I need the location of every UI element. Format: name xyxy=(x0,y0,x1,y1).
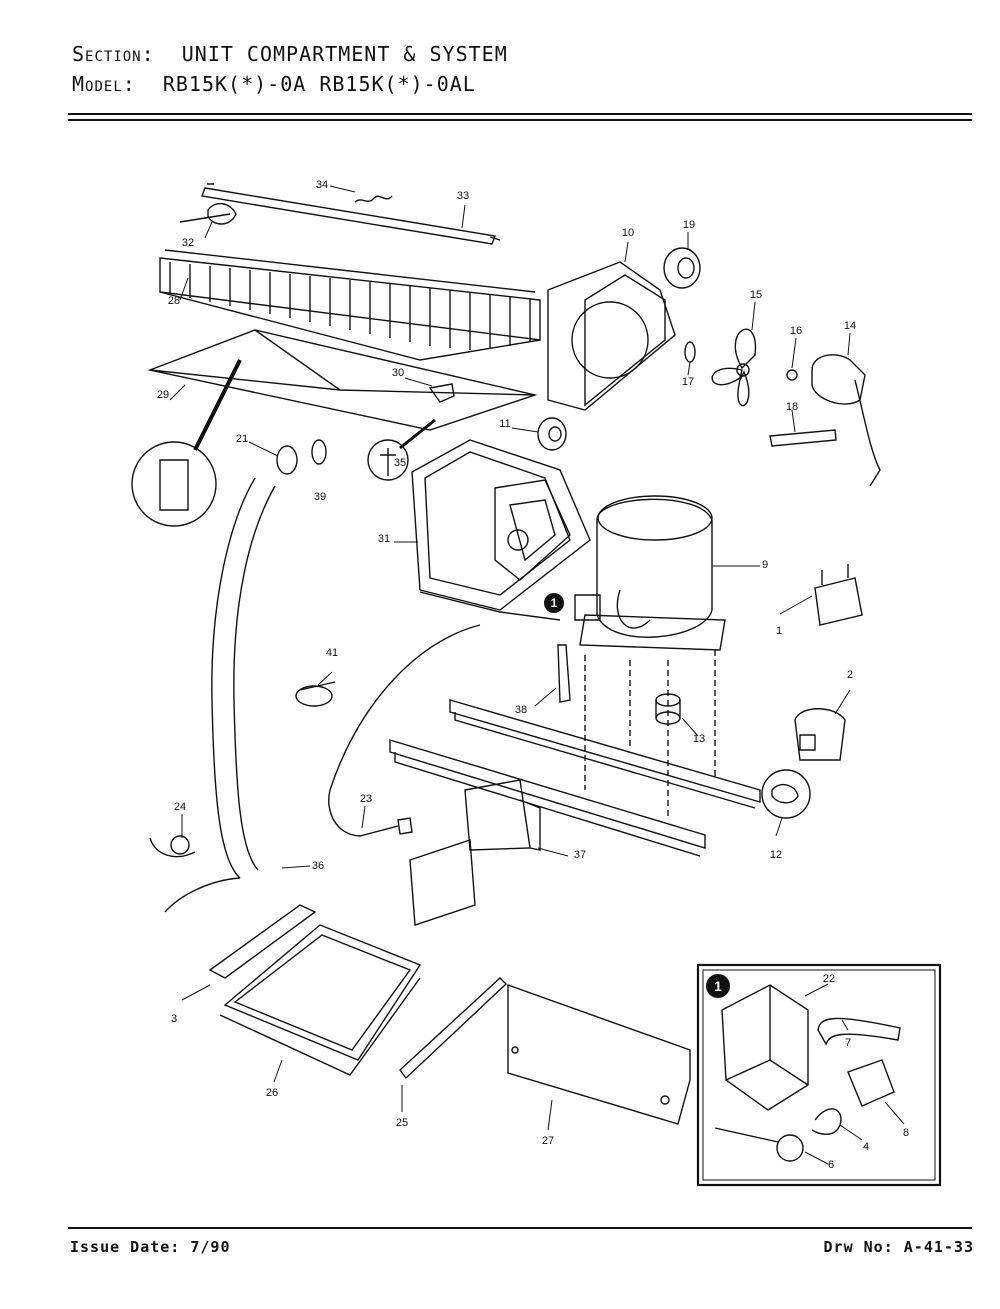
callout-6: 6 xyxy=(828,1159,834,1171)
part-condenser-28 xyxy=(159,249,541,361)
callout-1: 1 xyxy=(776,625,782,637)
part-power-cord-24 xyxy=(328,624,481,837)
callout-33: 33 xyxy=(457,190,469,202)
part-rail-upper xyxy=(449,699,761,809)
callout-28: 28 xyxy=(168,295,180,307)
part-plug-24 xyxy=(397,817,413,835)
part-cover-panel-22 xyxy=(507,984,691,1125)
inset-marker-main: 1 xyxy=(544,593,564,613)
part-grommet-39 xyxy=(311,439,327,465)
part-strap-38 xyxy=(295,681,336,707)
drawing-number: Drw No: A-41-33 xyxy=(823,1238,974,1256)
callout-14: 14 xyxy=(844,320,856,332)
part-fitting-32 xyxy=(179,203,237,225)
callout-36: 36 xyxy=(312,860,324,872)
callout-41: 41 xyxy=(326,647,338,659)
callout-8: 8 xyxy=(903,1127,909,1139)
inset-marker-box-label: 1 xyxy=(714,978,722,994)
part-shroud-10 xyxy=(547,261,676,411)
callout-30: 30 xyxy=(392,367,404,379)
model-key: Model: xyxy=(72,72,136,96)
callout-18: 18 xyxy=(786,401,798,413)
header-rule-top xyxy=(68,113,972,115)
part-wire-34 xyxy=(354,195,393,203)
part-rail-lower xyxy=(389,739,706,857)
model-value: RB15K(*)-0A RB15K(*)-0AL xyxy=(162,72,476,96)
callout-37: 37 xyxy=(574,849,586,861)
part-detail-31 xyxy=(367,418,436,481)
issue-date: Issue Date: 7/90 xyxy=(70,1238,231,1256)
part-motor-14 xyxy=(811,354,881,487)
part-drain-tube-37 xyxy=(164,477,276,913)
callout-5: 5 xyxy=(0,0,3,3)
part-grommet-19 xyxy=(663,247,701,289)
part-relay-23 xyxy=(794,708,846,761)
header-rule-bottom xyxy=(68,119,972,121)
part-capacitor-41 xyxy=(814,564,863,626)
callout-35: 35 xyxy=(394,457,406,469)
callout-21: 21 xyxy=(236,433,248,445)
callout-39: 39 xyxy=(314,491,326,503)
footer-rule xyxy=(68,1227,972,1229)
part-washer-16 xyxy=(786,369,798,381)
part-fan-blade-15 xyxy=(711,328,757,407)
part-detail-35 xyxy=(131,359,242,527)
callout-23: 23 xyxy=(360,793,372,805)
part-bracket-26 xyxy=(208,904,317,979)
callout-25: 25 xyxy=(396,1117,408,1129)
inset-marker-box: 1 xyxy=(706,974,730,998)
part-bracket-18 xyxy=(769,429,837,447)
callout-29: 29 xyxy=(157,389,169,401)
part-detail-3 xyxy=(761,769,811,819)
callout-15: 15 xyxy=(750,289,762,301)
part-panel-29 xyxy=(147,329,538,431)
inset-marker-main-label: 1 xyxy=(551,596,558,610)
callout-7: 7 xyxy=(845,1037,851,1049)
part-evaporator-9 xyxy=(411,439,591,621)
callout-16: 16 xyxy=(790,325,802,337)
callout-24: 24 xyxy=(174,801,186,813)
part-nut-17 xyxy=(684,341,696,363)
part-tube-27 xyxy=(399,977,508,1080)
callout-34: 34 xyxy=(316,179,328,191)
callout-32: 32 xyxy=(182,237,194,249)
section-value: UNIT COMPARTMENT & SYSTEM xyxy=(181,42,508,66)
part-grommet-21 xyxy=(276,445,298,475)
part-bracket-12 xyxy=(409,779,541,926)
part-clamp-36 xyxy=(149,835,196,858)
part-drain-pan-25 xyxy=(219,924,422,1076)
part-drier-13 xyxy=(557,644,571,703)
model-title: Model: RB15K(*)-0A RB15K(*)-0AL xyxy=(72,72,476,96)
callout-22: 22 xyxy=(823,973,835,985)
callout-9: 9 xyxy=(762,559,768,571)
callout-12: 12 xyxy=(770,849,782,861)
callout-4: 4 xyxy=(863,1141,869,1153)
part-compressor-1 xyxy=(574,495,726,651)
callout-27: 27 xyxy=(542,1135,554,1147)
callout-2: 2 xyxy=(847,669,853,681)
callout-17: 17 xyxy=(682,376,694,388)
leader-lines xyxy=(169,185,905,1165)
part-grommet-11 xyxy=(537,417,567,451)
callout-31: 31 xyxy=(378,533,390,545)
callout-10: 10 xyxy=(622,227,634,239)
callout-19: 19 xyxy=(683,219,695,231)
callout-26: 26 xyxy=(266,1087,278,1099)
inset-box xyxy=(696,963,942,1187)
part-grommet-2 xyxy=(655,693,681,725)
callout-13: 13 xyxy=(693,733,705,745)
callout-38: 38 xyxy=(515,704,527,716)
section-title: Section: UNIT COMPARTMENT & SYSTEM xyxy=(72,42,508,66)
part-clip-30 xyxy=(428,383,455,403)
callout-11: 11 xyxy=(499,418,510,430)
part-tube-33 xyxy=(201,183,501,245)
callout-3: 3 xyxy=(171,1013,177,1025)
section-key: Section: xyxy=(72,42,155,66)
